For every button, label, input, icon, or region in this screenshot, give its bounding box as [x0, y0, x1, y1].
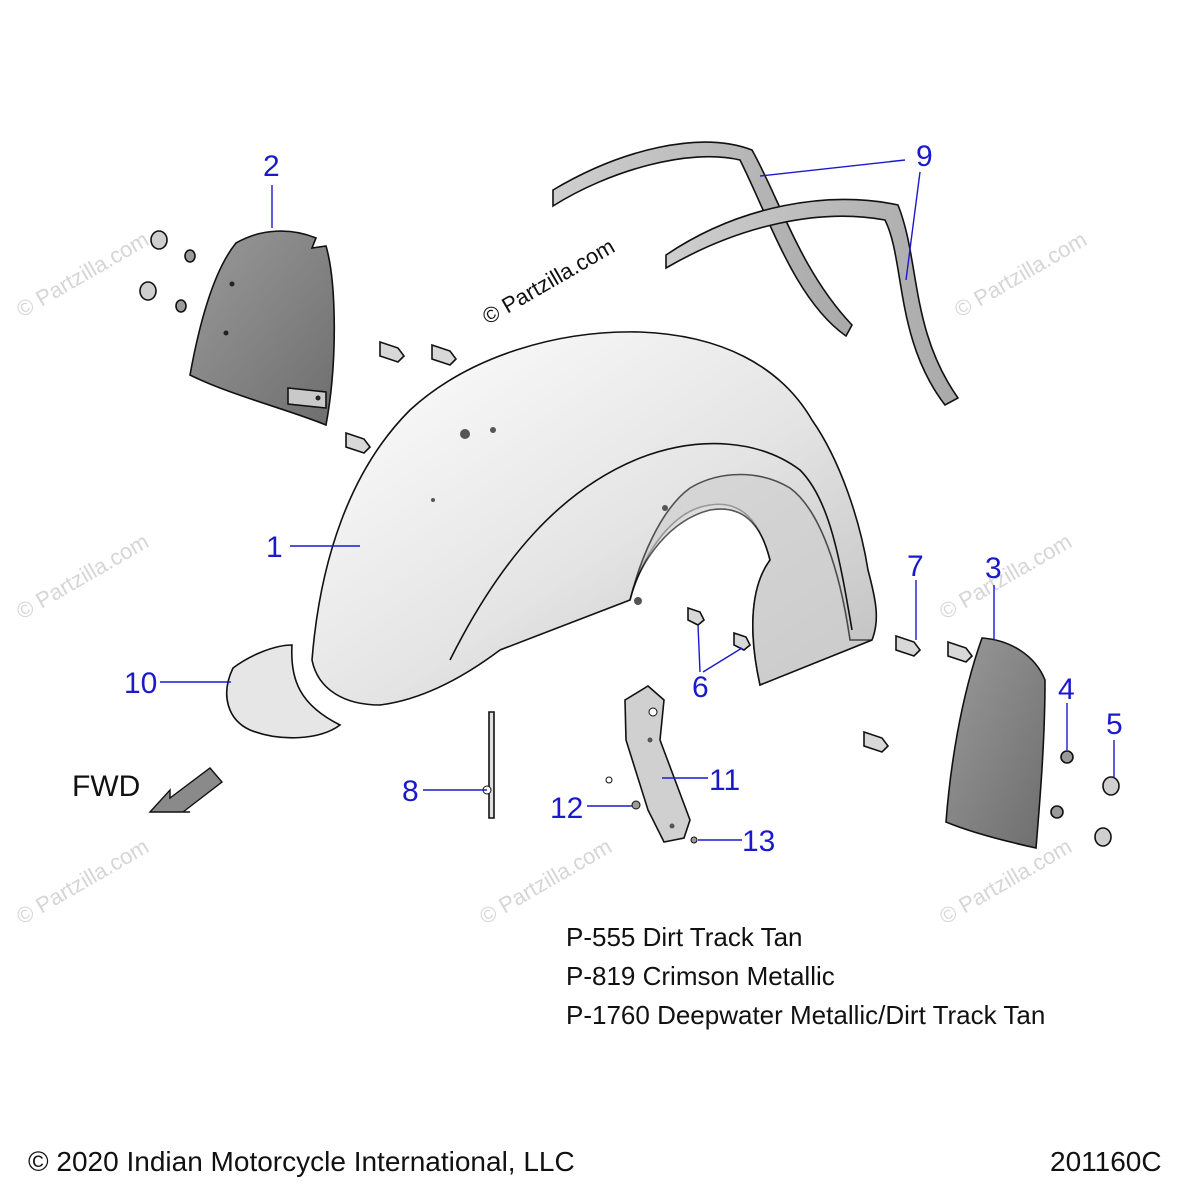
watermark: © Partzilla.com — [475, 834, 616, 930]
copyright: © 2020 Indian Motorcycle International, … — [28, 1146, 575, 1177]
bracket-11 — [605, 685, 698, 844]
fender-tip-10 — [225, 644, 342, 739]
front-fender-1 — [311, 331, 878, 706]
bolts-lower-right — [863, 634, 1120, 847]
rod-8 — [482, 711, 495, 819]
bolts-upper — [345, 340, 458, 454]
trim-strip-upper — [552, 141, 853, 338]
callouts: 1 2 3 4 5 6 7 8 9 10 11 12 13 — [124, 140, 1123, 858]
center-watermark: © Partzilla.com — [478, 234, 619, 330]
arrow-icon — [148, 767, 224, 813]
callout-9: 9 — [916, 140, 933, 173]
callout-11: 11 — [709, 764, 740, 797]
callout-3: 3 — [985, 552, 1002, 585]
watermark: © Partzilla.com — [950, 227, 1091, 323]
leader-6a — [697, 624, 701, 673]
fender-cover-panel-2 — [189, 230, 336, 427]
callout-5: 5 — [1106, 708, 1123, 741]
trim-strip-lower — [665, 198, 960, 407]
leader-6b — [702, 647, 743, 673]
callout-10: 10 — [124, 667, 157, 700]
callout-12: 12 — [550, 792, 583, 825]
paint-code: P-1760 Deepwater Metallic/Dirt Track Tan — [566, 1000, 1046, 1030]
callout-13: 13 — [742, 825, 775, 858]
nuts-washers-left — [139, 230, 196, 313]
paint-code: P-819 Crimson Metallic — [566, 961, 835, 991]
forward-arrow: FWD — [72, 767, 224, 813]
diagram-id: 201160C — [1050, 1146, 1162, 1177]
watermark: © Partzilla.com — [12, 227, 153, 323]
callout-2: 2 — [263, 150, 280, 183]
callout-4: 4 — [1058, 673, 1075, 706]
callout-1: 1 — [266, 531, 283, 564]
leader-9a — [759, 159, 906, 177]
cover-panel-3 — [945, 637, 1046, 849]
watermark: © Partzilla.com — [935, 529, 1076, 625]
leader-9b — [905, 171, 921, 281]
callout-7: 7 — [907, 550, 924, 583]
watermark: © Partzilla.com — [12, 834, 153, 930]
bolts-6 — [687, 606, 751, 651]
direction-label: FWD — [72, 770, 140, 803]
watermark: © Partzilla.com — [12, 529, 153, 625]
paint-code: P-555 Dirt Track Tan — [566, 922, 803, 952]
callout-6: 6 — [692, 671, 709, 704]
trim-strips — [552, 141, 960, 407]
leader-lines — [160, 159, 1115, 841]
watermark: © Partzilla.com — [935, 834, 1076, 930]
callout-8: 8 — [402, 775, 419, 808]
